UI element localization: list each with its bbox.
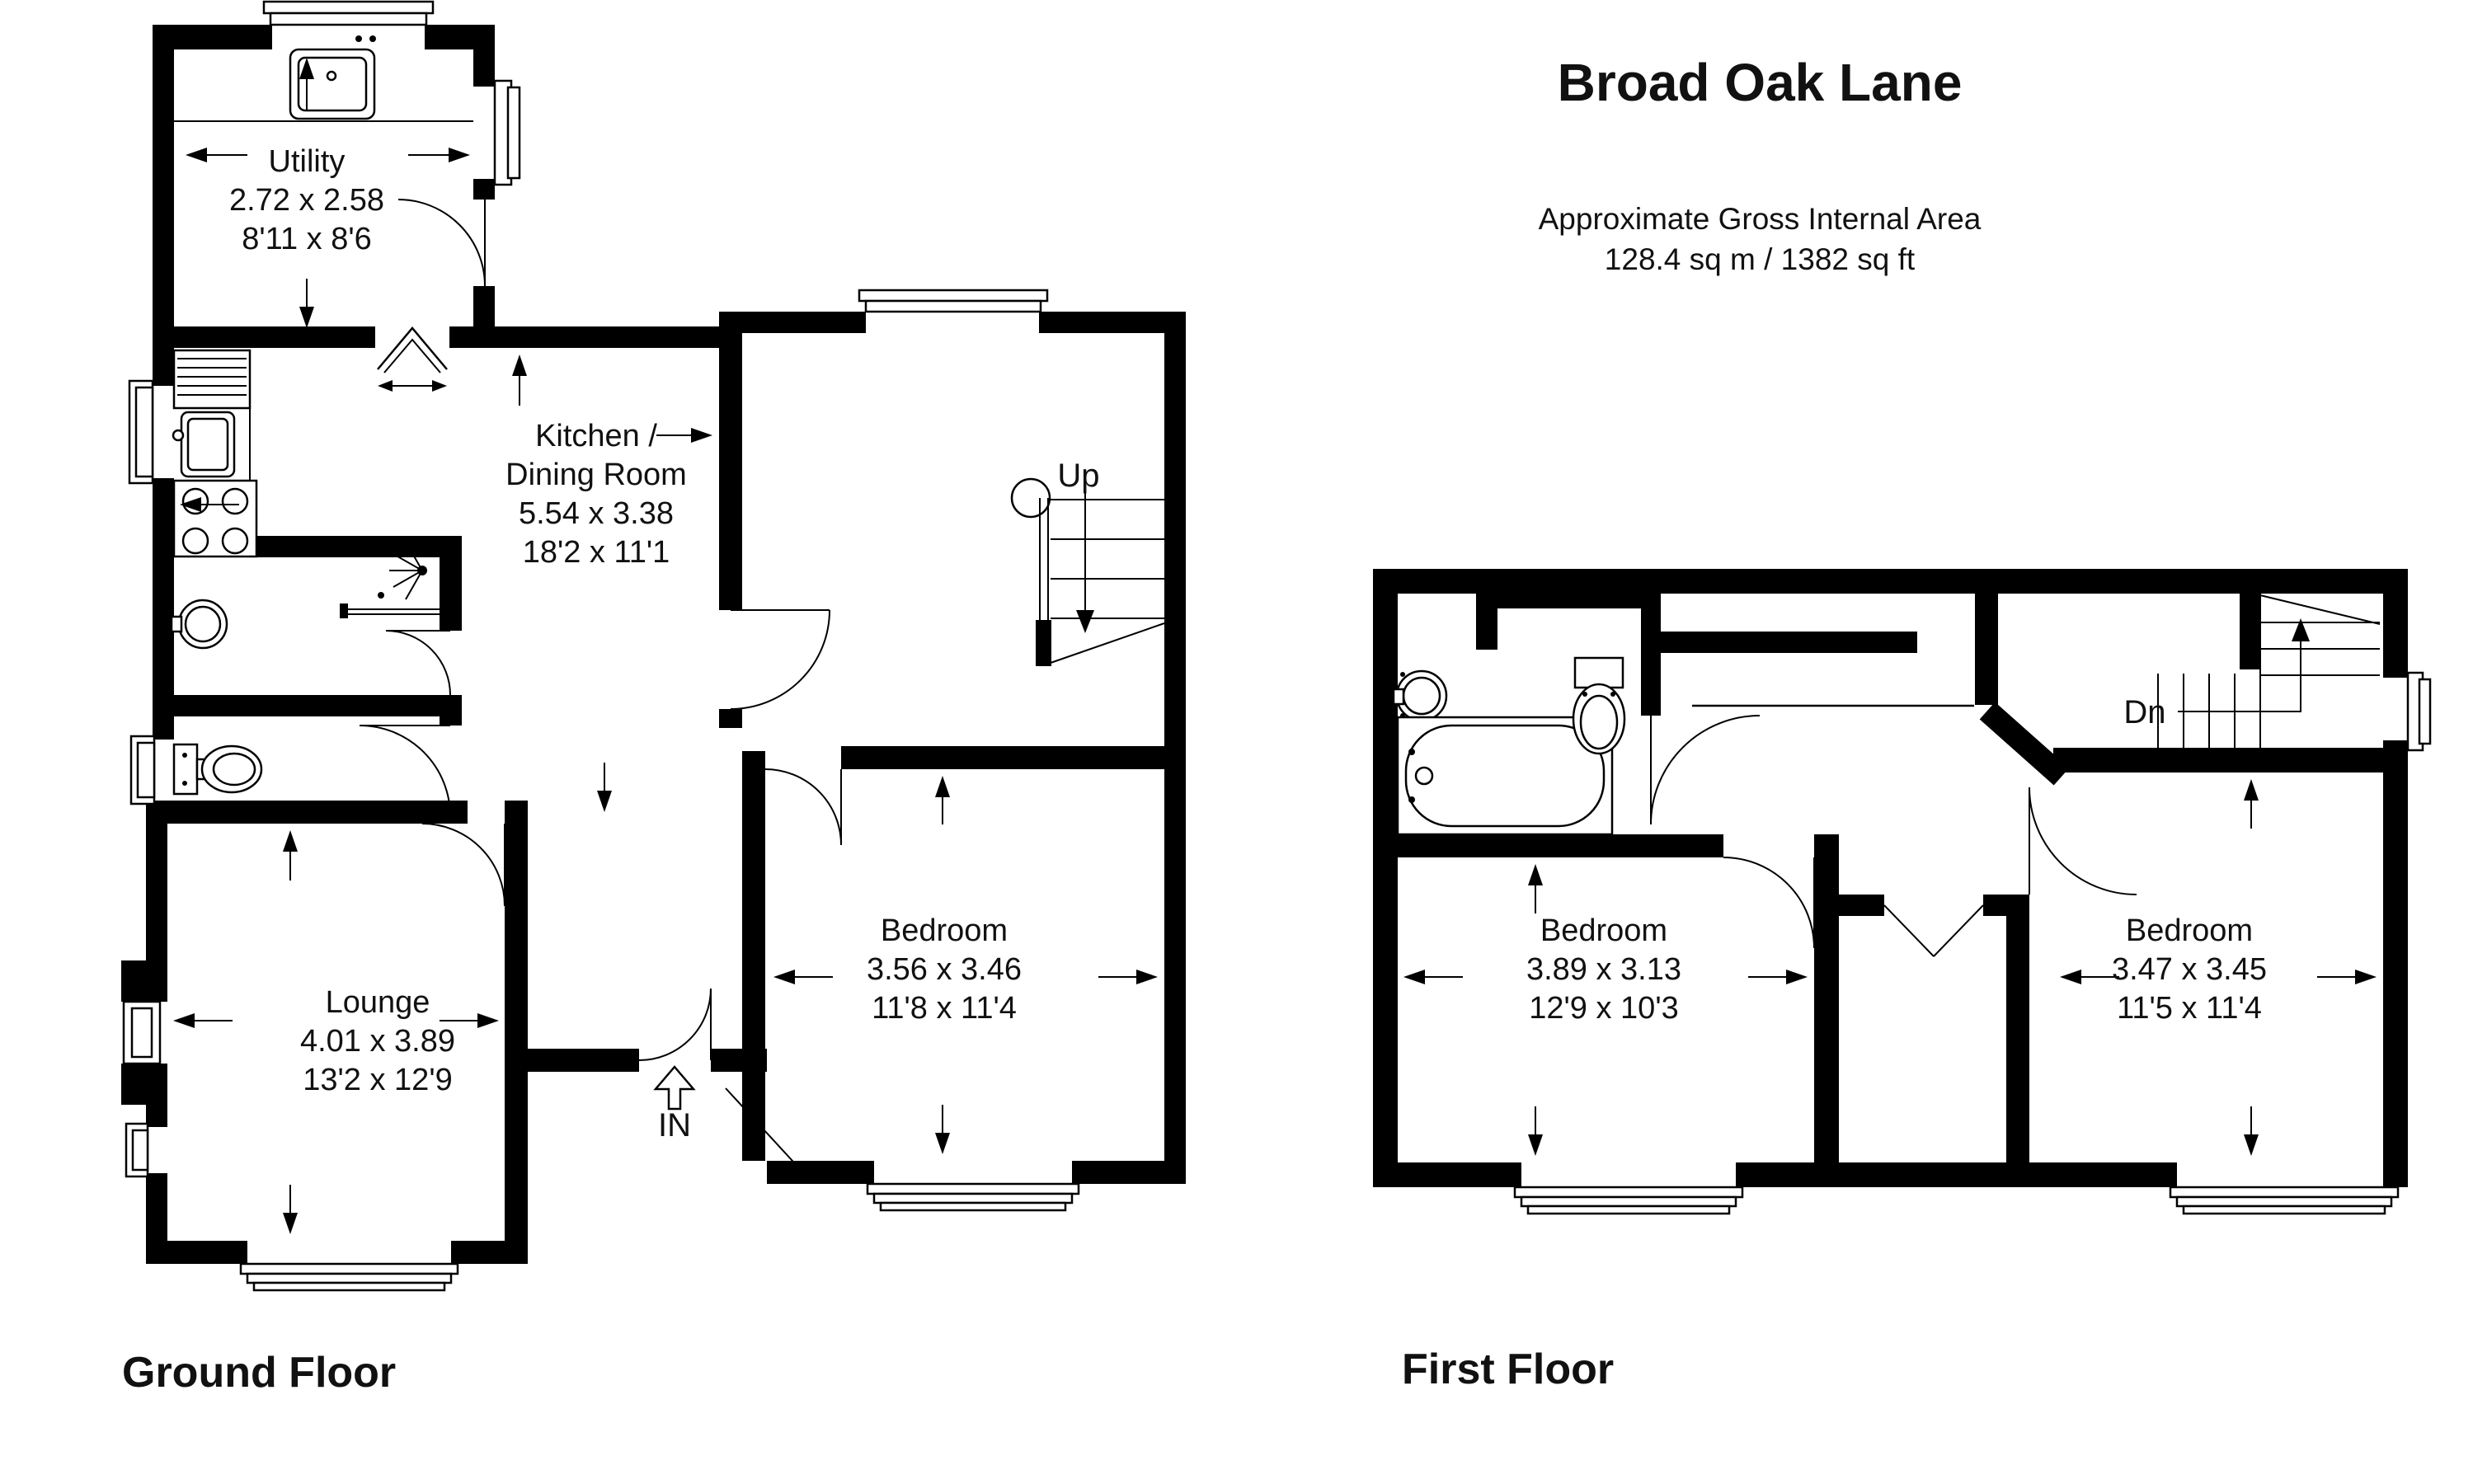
bedroom-dims xyxy=(773,776,1158,1154)
room-dim-metric-bedroom-ff-right: 3.47 x 3.45 xyxy=(2112,952,2267,987)
ground-floor-windows xyxy=(122,0,1080,1292)
shower-basin xyxy=(170,599,228,650)
utility-sink xyxy=(174,35,473,122)
front-door xyxy=(638,988,712,1061)
room-dim-metric-lounge: 4.01 x 3.89 xyxy=(300,1024,455,1059)
room-label-kitchen-line2: Dining Room xyxy=(505,458,687,492)
bathroom-bath xyxy=(1396,716,1614,836)
utility-bifold-door xyxy=(377,326,448,392)
room-dim-imperial-kitchen: 18'2 x 11'1 xyxy=(523,535,670,570)
header: Broad Oak Lane Approximate Gross Interna… xyxy=(1539,53,1982,276)
room-label-bedroom-ground: Bedroom xyxy=(881,913,1008,948)
first-floor-doors xyxy=(1650,715,2137,957)
wc-door xyxy=(359,725,451,817)
stair-window-right xyxy=(2406,671,2432,752)
bathroom-toilet xyxy=(1572,656,1626,755)
shower-screen xyxy=(340,603,440,618)
room-dim-metric-bedroom-ground: 3.56 x 3.46 xyxy=(867,952,1022,987)
dn-direction-arrow xyxy=(2178,640,2301,712)
chimney-breast xyxy=(121,960,167,1002)
utility-window-top xyxy=(262,0,435,26)
first-floor-walls xyxy=(1373,569,2408,1187)
up-label: Up xyxy=(1057,458,1099,494)
stair-winder-line xyxy=(2259,594,2381,625)
room-dim-imperial-lounge: 13'2 x 12'9 xyxy=(303,1063,452,1097)
room-dim-imperial-bedroom-ff-left: 12'9 x 10'3 xyxy=(1529,991,1678,1026)
kitchen-sink-drainer xyxy=(172,349,252,481)
room-label-bedroom-ff-right: Bedroom xyxy=(2126,913,2253,948)
lounge-door xyxy=(421,823,505,907)
newel-post xyxy=(1010,477,1051,519)
room-dim-imperial-bedroom-ff-right: 11'5 x 11'4 xyxy=(2117,991,2262,1026)
lounge-bay-window xyxy=(239,1262,459,1292)
ground-floor-walls xyxy=(121,25,1186,1264)
room-dim-imperial-bedroom-ground: 11'8 x 11'4 xyxy=(872,991,1017,1026)
kitchen-hob xyxy=(172,479,258,558)
bedroom-left-window xyxy=(1513,1186,1744,1215)
first-floor-dimension-arrows xyxy=(1403,779,2377,1156)
shower-room-door xyxy=(385,630,451,696)
ground-floor-dimension-arrows xyxy=(173,58,1158,1234)
first-floor-windows xyxy=(1513,671,2432,1215)
cupboard-doors xyxy=(1883,904,1984,957)
room-label-bedroom-ff-left: Bedroom xyxy=(1540,913,1667,948)
ground-floor-plan: Utility 2.72 x 2.58 8'11 x 8'6 Kitchen /… xyxy=(121,0,1186,1397)
lounge-window-left-upper xyxy=(122,1000,162,1065)
hall-to-dining-door xyxy=(730,609,830,710)
lounge-window-left-lower xyxy=(125,1122,149,1178)
hall-window-top xyxy=(858,289,1049,313)
bedroom-left-door xyxy=(1723,857,1815,949)
ground-floor-title: Ground Floor xyxy=(122,1349,396,1397)
room-label-utility: Utility xyxy=(269,144,346,179)
in-label: IN xyxy=(658,1107,691,1144)
utility-dims xyxy=(186,58,470,328)
staircase-down xyxy=(2157,594,2381,748)
bedroom-door xyxy=(764,768,842,846)
dn-label: Dn xyxy=(2123,694,2165,730)
first-floor-labels: Bedroom 3.89 x 3.13 12'9 x 10'3 Bedroom … xyxy=(1402,694,2267,1393)
room-dim-metric-kitchen: 5.54 x 3.38 xyxy=(519,496,674,531)
utility-window-right xyxy=(493,79,521,186)
first-floor-fixtures xyxy=(1392,656,1626,836)
lounge-dims xyxy=(173,830,499,1234)
bedroom-left-dims xyxy=(1403,864,1808,1156)
room-dim-metric-utility: 2.72 x 2.58 xyxy=(229,183,384,218)
wc-toilet xyxy=(172,743,263,796)
ground-floor-labels: Utility 2.72 x 2.58 8'11 x 8'6 Kitchen /… xyxy=(122,144,1100,1397)
wc-window-left xyxy=(129,735,156,805)
bathroom-door xyxy=(1650,715,1761,825)
area-label: Approximate Gross Internal Area xyxy=(1539,202,1982,236)
angled-landing-wall xyxy=(1979,702,2070,786)
bedroom-right-door xyxy=(2029,787,2137,895)
shower-head-icon xyxy=(378,541,427,600)
room-dim-metric-bedroom-ff-left: 3.89 x 3.13 xyxy=(1526,952,1681,987)
first-floor-plan: Bedroom 3.89 x 3.13 12'9 x 10'3 Bedroom … xyxy=(1373,569,2432,1393)
room-label-lounge: Lounge xyxy=(326,985,430,1020)
page-title: Broad Oak Lane xyxy=(1558,53,1963,112)
area-value: 128.4 sq m / 1382 sq ft xyxy=(1605,242,1916,276)
kitchen-window-left xyxy=(128,379,154,485)
staircase-up xyxy=(1010,477,1165,666)
bedroom-window-bottom xyxy=(866,1182,1080,1212)
first-floor-title: First Floor xyxy=(1402,1345,1614,1393)
entrance-in-arrow xyxy=(653,1065,696,1111)
bathroom-basin xyxy=(1392,669,1448,722)
room-dim-imperial-utility: 8'11 x 8'6 xyxy=(242,222,371,256)
room-label-kitchen-line1: Kitchen / xyxy=(535,419,657,453)
kitchen-dims xyxy=(180,355,712,812)
porch-canopy-line xyxy=(725,1087,802,1172)
bedroom-right-window xyxy=(2169,1186,2400,1215)
ground-floor-doors xyxy=(359,199,842,1061)
utility-exterior-door xyxy=(397,199,486,287)
bedroom-right-dims xyxy=(2060,779,2377,1156)
